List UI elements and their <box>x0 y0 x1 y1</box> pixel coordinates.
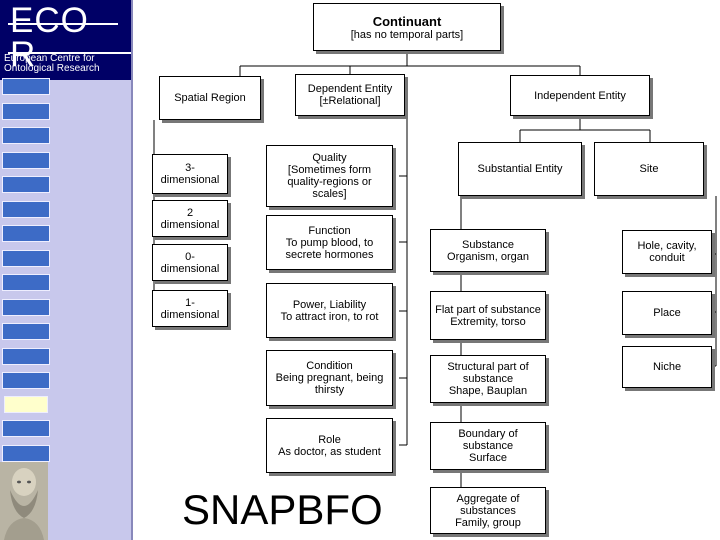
nav-button-current[interactable] <box>4 396 48 413</box>
nav-button[interactable] <box>2 225 50 242</box>
node-0-dimensional-sub: dimensional <box>160 262 220 275</box>
logo-rule-bottom <box>8 52 132 54</box>
node-continuant: Continuant [has no temporal parts] <box>313 3 501 51</box>
node-0-dimensional-title: 0- <box>185 250 195 263</box>
logo-tagline: European Centre for Ontological Research <box>4 53 100 74</box>
node-function-title: Function <box>308 224 351 237</box>
node-quality-sub: [Sometimes form quality-regions or scale… <box>287 164 372 200</box>
node-substantial-entity: Substantial Entity <box>458 142 582 196</box>
nav-button[interactable] <box>2 445 50 462</box>
logo-text: ECO R <box>10 1 89 74</box>
node-role-sub: As doctor, as student <box>278 445 381 458</box>
node-3-dimensional-title: 3- <box>185 162 195 174</box>
node-function: Function To pump blood, to secrete hormo… <box>266 215 393 270</box>
node-condition-sub: Being pregnant, being thirsty <box>275 372 384 396</box>
node-role-title: Role <box>318 433 341 446</box>
node-2-dimensional-title: 2 <box>186 206 194 219</box>
node-flat-part-title: Flat part of substance <box>435 303 541 316</box>
node-dependent-entity-title: Dependent Entity <box>307 83 393 95</box>
nav-button[interactable] <box>2 176 50 193</box>
nav-button[interactable] <box>2 250 50 267</box>
node-condition-title: Condition <box>306 360 353 372</box>
nav-button[interactable] <box>2 420 50 437</box>
logo-banner: ECO R European Centre for Ontological Re… <box>0 0 132 80</box>
node-flat-part-sub: Extremity, torso <box>450 315 526 328</box>
node-site: Site <box>594 142 704 196</box>
node-structural-part: Structural part of substance Shape, Baup… <box>430 355 546 403</box>
node-power-liability-sub: To attract iron, to rot <box>280 310 379 323</box>
nav-button[interactable] <box>2 152 50 169</box>
node-quality-title: Quality <box>312 152 347 164</box>
nav-button[interactable] <box>2 348 50 365</box>
node-spatial-region-title: Spatial Region <box>174 92 246 104</box>
node-boundary: Boundary of substance Surface <box>430 422 546 470</box>
node-1-dimensional: 1- dimensional <box>152 290 228 327</box>
node-continuant-sub: [has no temporal parts] <box>350 28 464 41</box>
node-quality: Quality [Sometimes form quality-regions … <box>266 145 393 207</box>
node-condition: Condition Being pregnant, being thirsty <box>266 350 393 406</box>
node-independent-entity: Independent Entity <box>510 75 650 116</box>
node-substance-title: Substance <box>462 238 514 251</box>
node-niche: Niche <box>622 346 712 388</box>
node-substance: Substance Organism, organ <box>430 229 546 272</box>
nav-button[interactable] <box>2 201 50 218</box>
nav-button[interactable] <box>2 372 50 389</box>
aristotle-portrait <box>0 462 48 540</box>
nav-button[interactable] <box>2 323 50 340</box>
content-divider <box>131 0 133 540</box>
ecor-logo: ECO R <box>4 1 132 74</box>
node-structural-part-title: Structural part of substance <box>447 361 529 385</box>
node-power-liability-title: Power, Liability <box>292 298 367 311</box>
node-function-sub: To pump blood, to secrete hormones <box>285 236 374 261</box>
node-independent-entity-title: Independent Entity <box>534 89 626 102</box>
node-3-dimensional-sub: dimensional <box>160 174 220 186</box>
node-flat-part: Flat part of substance Extremity, torso <box>430 291 546 340</box>
node-structural-part-sub: Shape, Bauplan <box>448 385 528 397</box>
nav-button[interactable] <box>2 274 50 291</box>
node-boundary-sub: Surface <box>469 452 507 464</box>
node-0-dimensional: 0- dimensional <box>152 244 228 281</box>
node-place-title: Place <box>653 307 681 319</box>
node-1-dimensional-title: 1- <box>185 296 195 309</box>
node-place: Place <box>622 291 712 335</box>
node-site-title: Site <box>639 163 659 175</box>
node-2-dimensional-sub: dimensional <box>160 218 220 231</box>
node-hole: Hole, cavity, conduit <box>622 230 712 274</box>
node-3-dimensional: 3- dimensional <box>152 154 228 194</box>
node-2-dimensional: 2 dimensional <box>152 200 228 237</box>
nav-button[interactable] <box>2 78 50 95</box>
nav-button[interactable] <box>2 103 50 120</box>
node-power-liability: Power, Liability To attract iron, to rot <box>266 283 393 338</box>
node-niche-title: Niche <box>652 361 682 373</box>
sidebar: ECO R European Centre for Ontological Re… <box>0 0 132 540</box>
node-aggregate: Aggregate of substances Family, group <box>430 487 546 534</box>
node-dependent-entity-sub: [±Relational] <box>319 95 381 107</box>
node-spatial-region: Spatial Region <box>159 76 261 120</box>
node-dependent-entity: Dependent Entity [±Relational] <box>295 74 405 116</box>
node-boundary-title: Boundary of substance <box>458 428 518 452</box>
node-aggregate-title: Aggregate of substances <box>456 492 520 517</box>
nav-button[interactable] <box>2 299 50 316</box>
diagram-label: SNAPBFO <box>182 486 383 533</box>
node-role: Role As doctor, as student <box>266 418 393 473</box>
node-hole-title: Hole, cavity, conduit <box>637 240 697 264</box>
logo-rule-top <box>8 23 118 25</box>
node-aggregate-sub: Family, group <box>455 516 521 529</box>
nav-button[interactable] <box>2 127 50 144</box>
node-1-dimensional-sub: dimensional <box>160 308 220 321</box>
node-substance-sub: Organism, organ <box>447 250 529 263</box>
node-substantial-entity-title: Substantial Entity <box>477 163 563 175</box>
node-continuant-title: Continuant <box>372 13 442 29</box>
